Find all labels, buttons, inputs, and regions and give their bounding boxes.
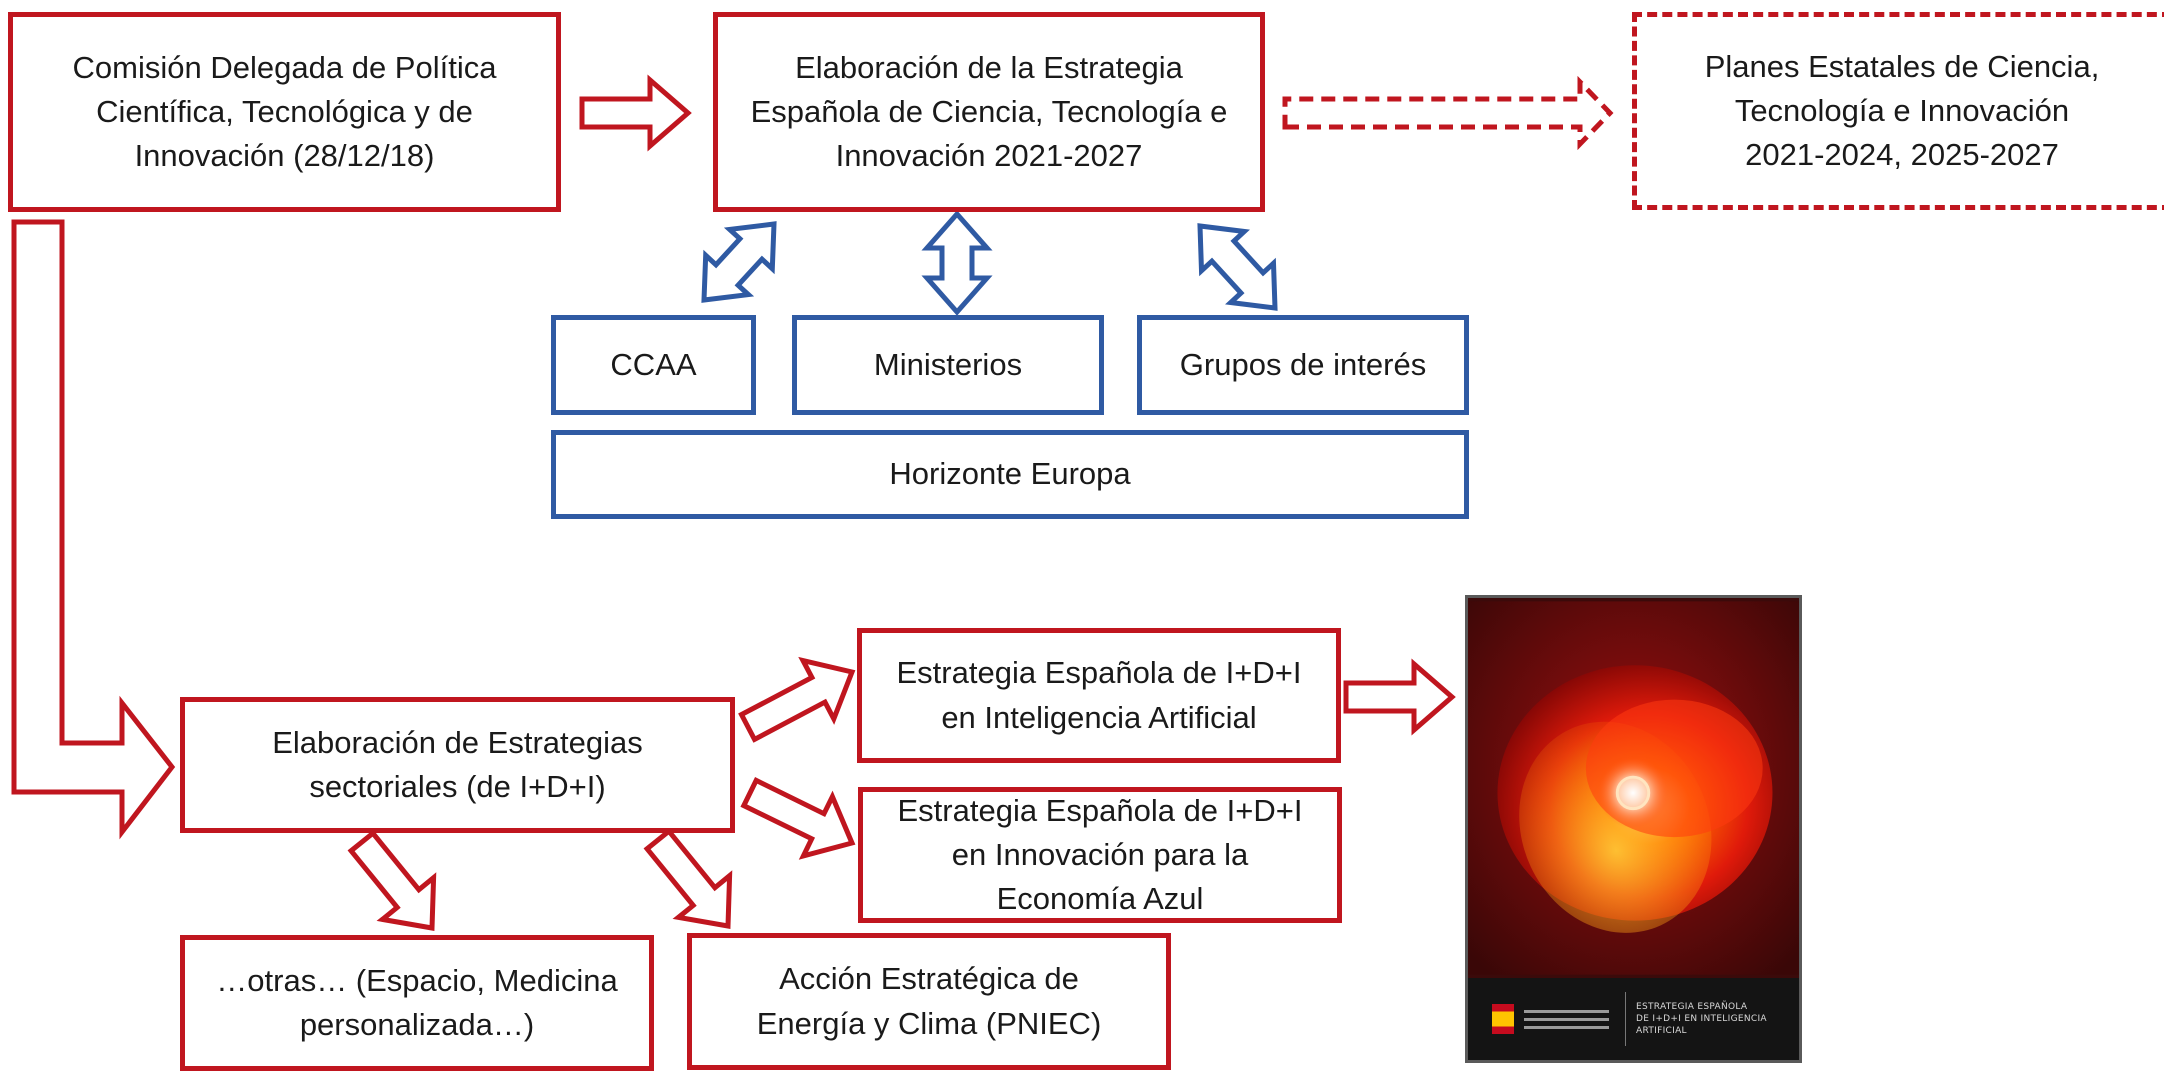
arrow-estrategia-to-planes: [1282, 75, 1614, 151]
cover-divider: [1625, 992, 1626, 1046]
arrow-ia-to-cover: [1343, 658, 1456, 736]
estrategias-sectoriales-box: Elaboración de Estrategias sectoriales (…: [180, 697, 735, 833]
ia-strategy-cover-image: ESTRATEGIA ESPAÑOLA DE I+D+I EN INTELIGE…: [1465, 595, 1802, 1063]
estrategia-ia-box: Estrategia Española de I+D+I en Intelige…: [857, 628, 1341, 763]
comision-label: Comisión Delegada de Política Científica…: [72, 49, 497, 173]
estrategias-sectoriales-label: Elaboración de Estrategias sectoriales (…: [272, 724, 643, 804]
grupos-interes-label: Grupos de interés: [1179, 346, 1427, 382]
horizonte-europa-label: Horizonte Europa: [889, 456, 1131, 492]
arrow-estrategia-grupos: [1197, 223, 1278, 311]
ministerios-box: Ministerios: [792, 315, 1104, 415]
cover-title: ESTRATEGIA ESPAÑOLA DE I+D+I EN INTELIGE…: [1636, 1001, 1767, 1037]
arrow-estrategia-ministerios: [921, 210, 993, 316]
ministerios-label: Ministerios: [873, 346, 1023, 382]
arrow-comision-to-sectoriales: [11, 219, 176, 840]
otras-estrategias-label: …otras… (Espacio, Medicina personalizada…: [216, 962, 618, 1042]
arrow-sectoriales-to-accion: [643, 827, 733, 929]
elaboracion-estrategia-box: Elaboración de la Estrategia Española de…: [713, 12, 1265, 212]
otras-estrategias-box: …otras… (Espacio, Medicina personalizada…: [180, 935, 654, 1071]
estrategia-economia-azul-box: Estrategia Española de I+D+I en Innovaci…: [858, 787, 1342, 923]
ministry-logo: [1524, 1005, 1609, 1034]
comision-box: Comisión Delegada de Política Científica…: [8, 12, 561, 212]
arrow-sectoriales-to-ia: [738, 656, 856, 743]
estrategia-ia-label: Estrategia Española de I+D+I en Intelige…: [896, 655, 1302, 735]
estrategia-economia-azul-label: Estrategia Española de I+D+I en Innovaci…: [897, 792, 1303, 917]
arrow-sectoriales-to-economia-azul: [740, 777, 856, 860]
planes-estatales-label: Planes Estatales de Ciencia, Tecnología …: [1704, 48, 2100, 172]
cover-artwork: [1468, 601, 1799, 975]
horizonte-europa-box: Horizonte Europa: [551, 430, 1469, 519]
ccaa-label: CCAA: [610, 346, 697, 382]
spain-coat-of-arms-icon: [1492, 1004, 1514, 1034]
arrow-estrategia-ccaa: [701, 221, 777, 303]
arrow-comision-to-estrategia: [579, 74, 692, 152]
accion-estrategica-box: Acción Estratégica de Energía y Clima (P…: [687, 933, 1171, 1070]
grupos-interes-box: Grupos de interés: [1137, 315, 1469, 415]
ccaa-box: CCAA: [551, 315, 756, 415]
arrow-sectoriales-to-otras: [347, 829, 437, 931]
elaboracion-estrategia-label: Elaboración de la Estrategia Española de…: [750, 49, 1228, 173]
accion-estrategica-label: Acción Estratégica de Energía y Clima (P…: [756, 961, 1102, 1041]
planes-estatales-box: Planes Estatales de Ciencia, Tecnología …: [1632, 12, 2164, 210]
cover-footer: ESTRATEGIA ESPAÑOLA DE I+D+I EN INTELIGE…: [1468, 978, 1799, 1060]
